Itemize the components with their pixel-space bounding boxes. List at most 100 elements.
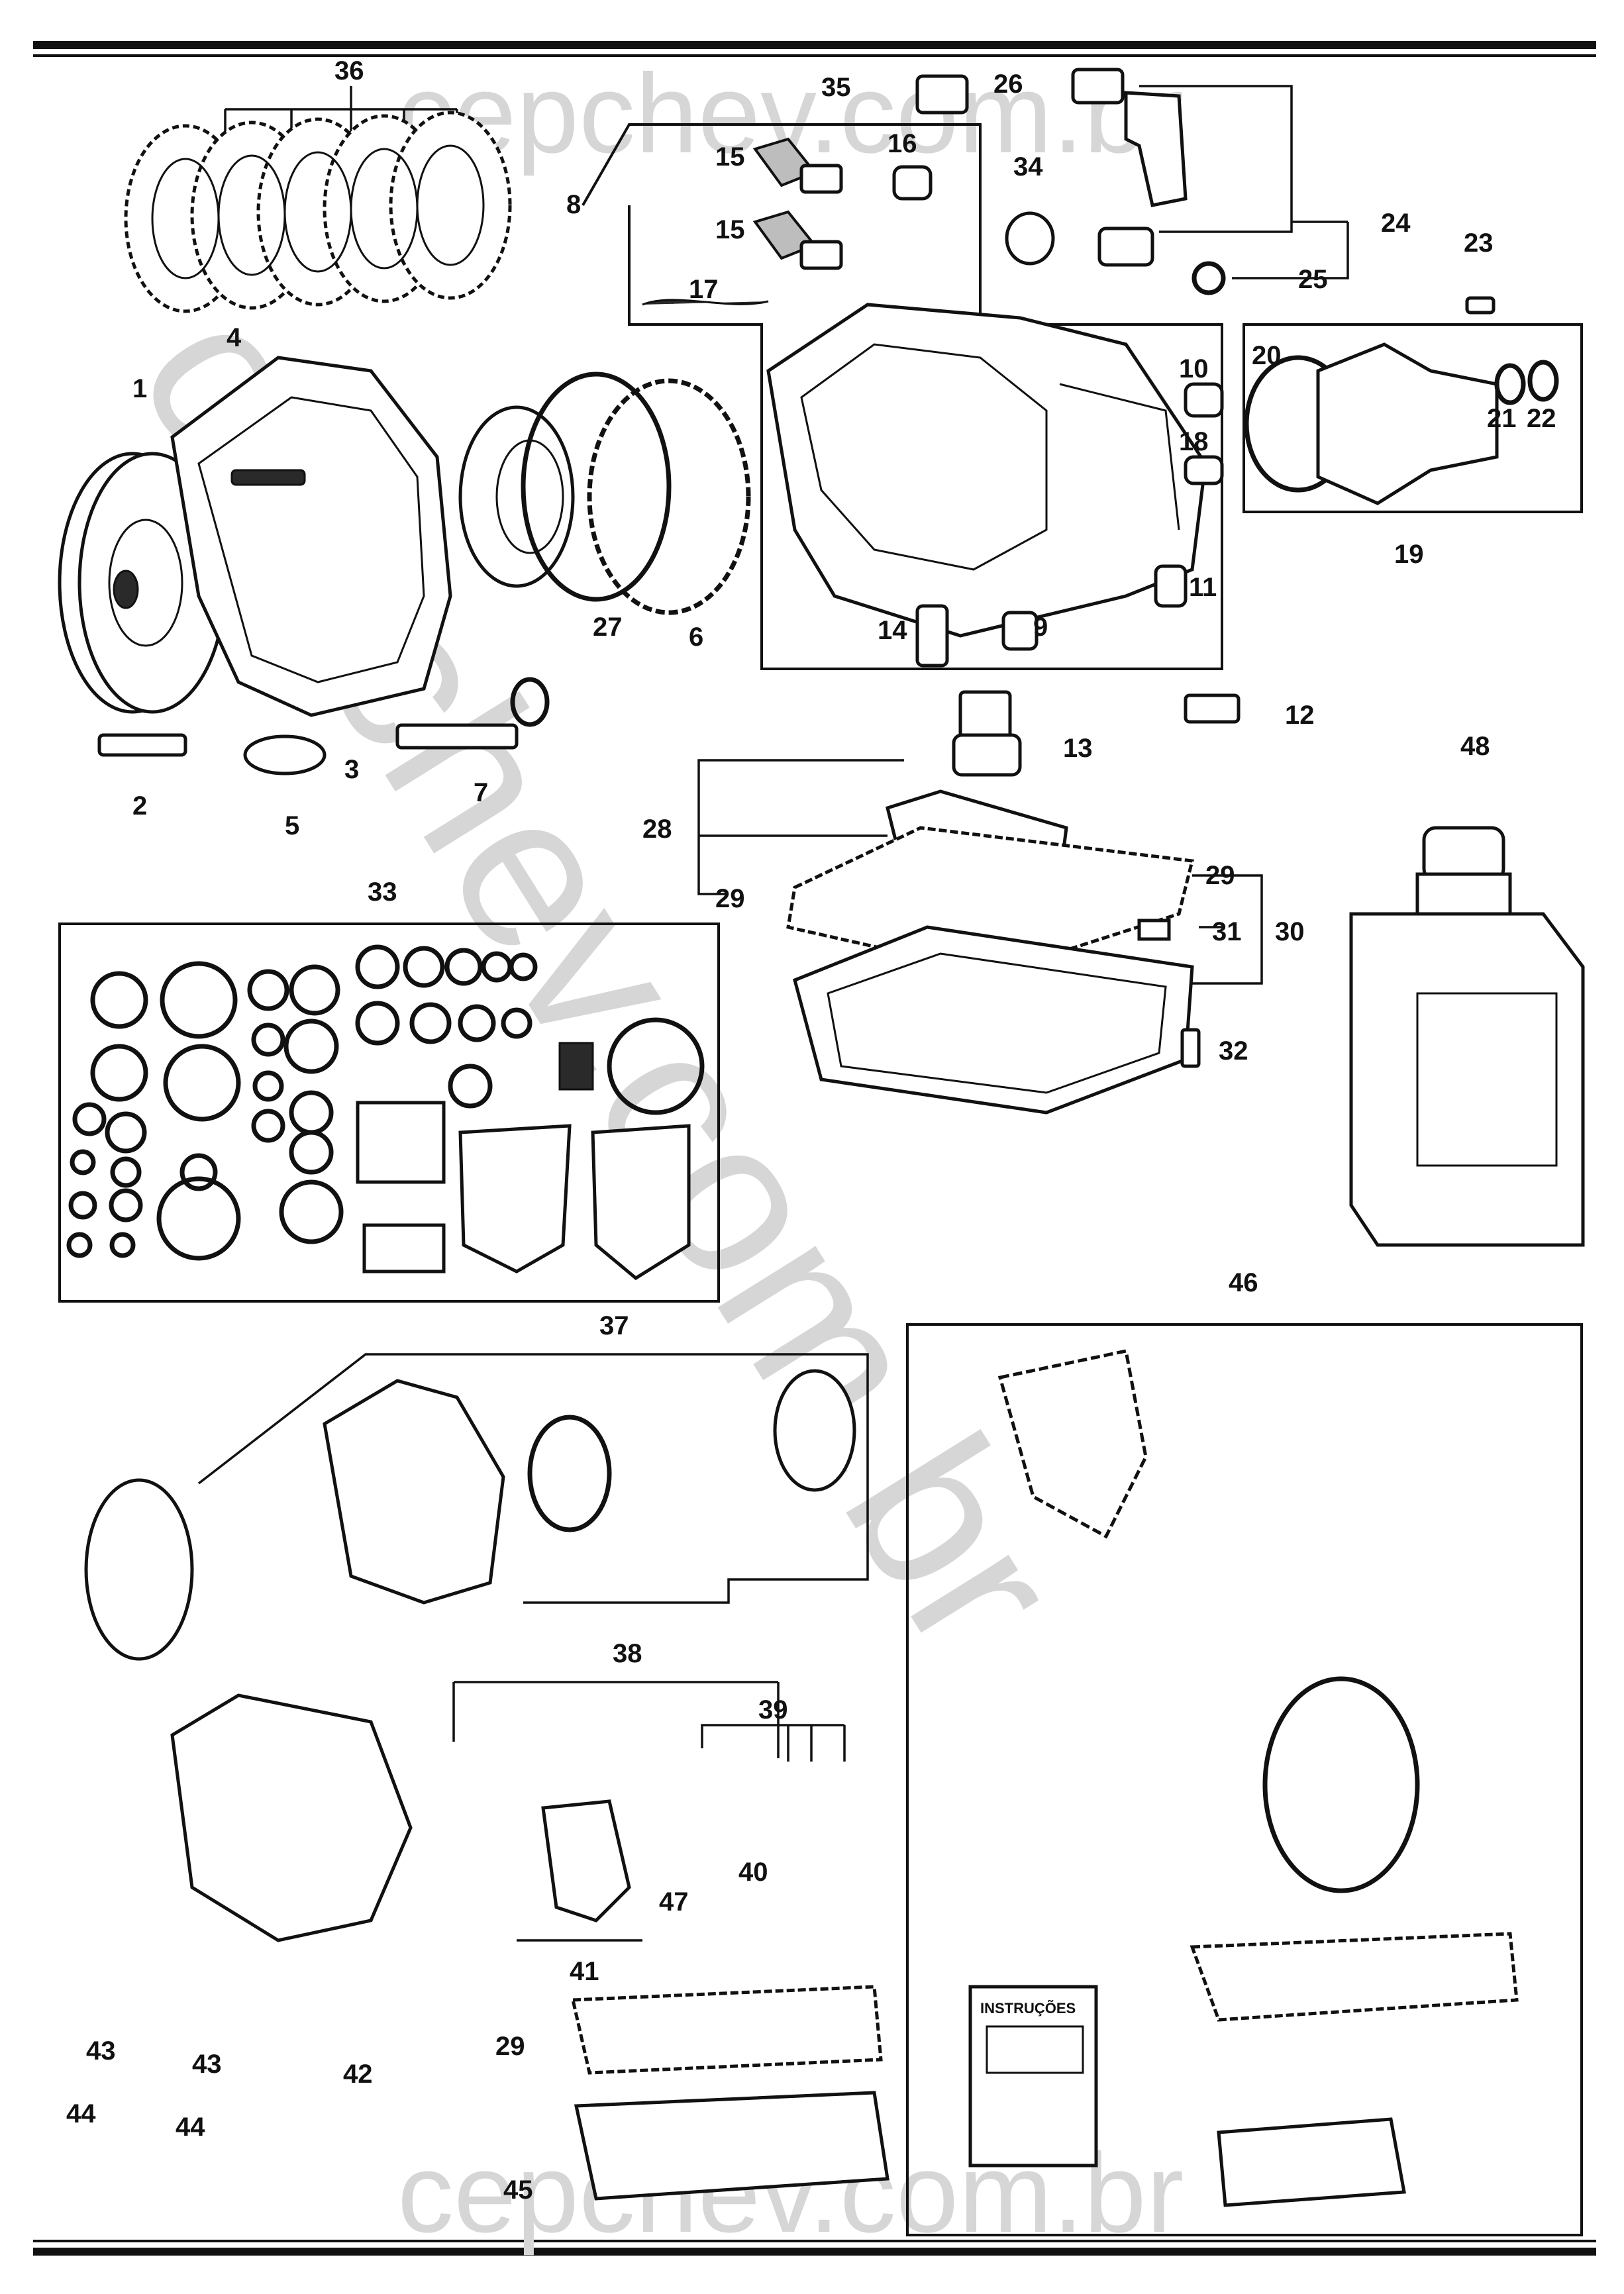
o-ring [109,1188,143,1222]
case-box-8 [582,123,1223,670]
pump-assembly-27 [458,372,751,615]
callout-9: 9 [1033,613,1048,642]
callout-42: 42 [343,2060,373,2089]
o-ring [448,1064,493,1109]
callout-5: 5 [285,811,299,840]
o-ring [66,1232,93,1258]
o-ring [251,1109,285,1143]
callout-19: 19 [1394,540,1424,569]
callout-1: 1 [132,374,147,403]
o-ring [501,1007,533,1039]
o-ring [509,952,538,981]
case-small-parts [642,137,1241,777]
callout-36: 36 [334,56,364,85]
callout-47: 47 [659,1887,689,1917]
transmission-kit-37 [84,1353,869,1661]
gasket-kit-box-33 [58,923,720,1303]
o-ring [355,944,400,989]
callout-30: 30 [1275,917,1305,946]
o-ring [355,1001,400,1046]
o-ring [289,1090,334,1135]
o-ring [444,948,483,986]
extension-box-19 [1243,296,1583,513]
callout-38: 38 [613,1639,642,1668]
callout-21: 21 [1487,404,1517,433]
o-ring [247,969,289,1011]
instructions-card-title: INSTRUÇÕES [980,2000,1076,2017]
callout-22: 22 [1527,404,1556,433]
callout-29a: 29 [715,884,745,913]
callout-14: 14 [878,616,907,645]
callout-43b: 43 [192,2050,222,2079]
o-ring [90,1044,148,1102]
o-ring [409,1002,452,1044]
callout-6: 6 [689,623,703,652]
callout-29c: 29 [495,2032,525,2061]
callout-27: 27 [593,613,623,642]
o-ring [403,946,445,988]
callout-28: 28 [642,815,672,844]
callout-44b: 44 [176,2113,205,2142]
callout-2: 2 [132,791,147,821]
callout-45: 45 [503,2175,533,2205]
callout-40: 40 [738,1858,768,1887]
callout-46: 46 [1229,1268,1258,1297]
clutch-plates-36 [124,86,512,313]
callout-35: 35 [821,73,851,102]
o-ring [90,971,148,1029]
transmission-kit-38 [170,1681,889,2201]
callout-31: 31 [1212,917,1242,946]
callout-labels: 1 2 3 4 5 6 7 8 9 10 11 12 13 14 15 15 1… [66,56,1556,2205]
small-parts-24-26-34-35 [915,68,1349,295]
callout-18: 18 [1179,427,1209,456]
callout-17: 17 [689,275,719,304]
o-ring [109,1232,136,1258]
callout-12: 12 [1285,701,1315,730]
callout-48: 48 [1460,732,1490,761]
callout-4: 4 [227,323,242,352]
callout-16: 16 [888,129,917,158]
callout-33: 33 [368,877,397,907]
callout-39: 39 [758,1695,788,1724]
callout-34: 34 [1013,152,1043,181]
callout-32: 32 [1219,1036,1248,1066]
o-ring [279,1179,344,1244]
callout-10: 10 [1179,354,1209,383]
callout-20: 20 [1252,341,1282,370]
callout-41: 41 [570,1957,599,1986]
overhaul-kit-box-46: INSTRUÇÕES [906,1323,1583,2236]
callout-26: 26 [993,70,1023,99]
o-ring [70,1149,96,1175]
o-ring [251,1022,285,1057]
fluid-bottle-48 [1349,826,1585,1247]
callout-15b: 15 [715,215,745,244]
o-ring [283,1019,339,1074]
callout-29b: 29 [1205,861,1235,890]
o-ring [163,1044,241,1122]
callout-8: 8 [566,190,581,219]
callout-44a: 44 [66,2099,96,2128]
callout-24: 24 [1381,209,1411,238]
callout-23: 23 [1464,228,1494,258]
o-ring [105,1111,147,1154]
callout-43a: 43 [86,2036,116,2066]
o-ring [179,1153,218,1191]
callout-11: 11 [1189,573,1217,602]
o-ring [68,1191,97,1220]
o-ring [252,1070,284,1102]
o-ring [72,1102,107,1136]
callout-37: 37 [599,1311,629,1340]
o-ring [156,1176,241,1261]
bellhousing-3 [170,356,452,717]
o-ring [289,964,340,1016]
pan-filter-group [697,759,1263,1115]
o-ring [458,1004,496,1042]
callout-13: 13 [1063,734,1093,763]
callout-15a: 15 [715,142,745,172]
o-ring [160,961,238,1039]
o-ring [289,1130,334,1175]
callout-7: 7 [474,778,488,807]
callout-3: 3 [344,755,359,784]
o-ring [110,1156,142,1188]
